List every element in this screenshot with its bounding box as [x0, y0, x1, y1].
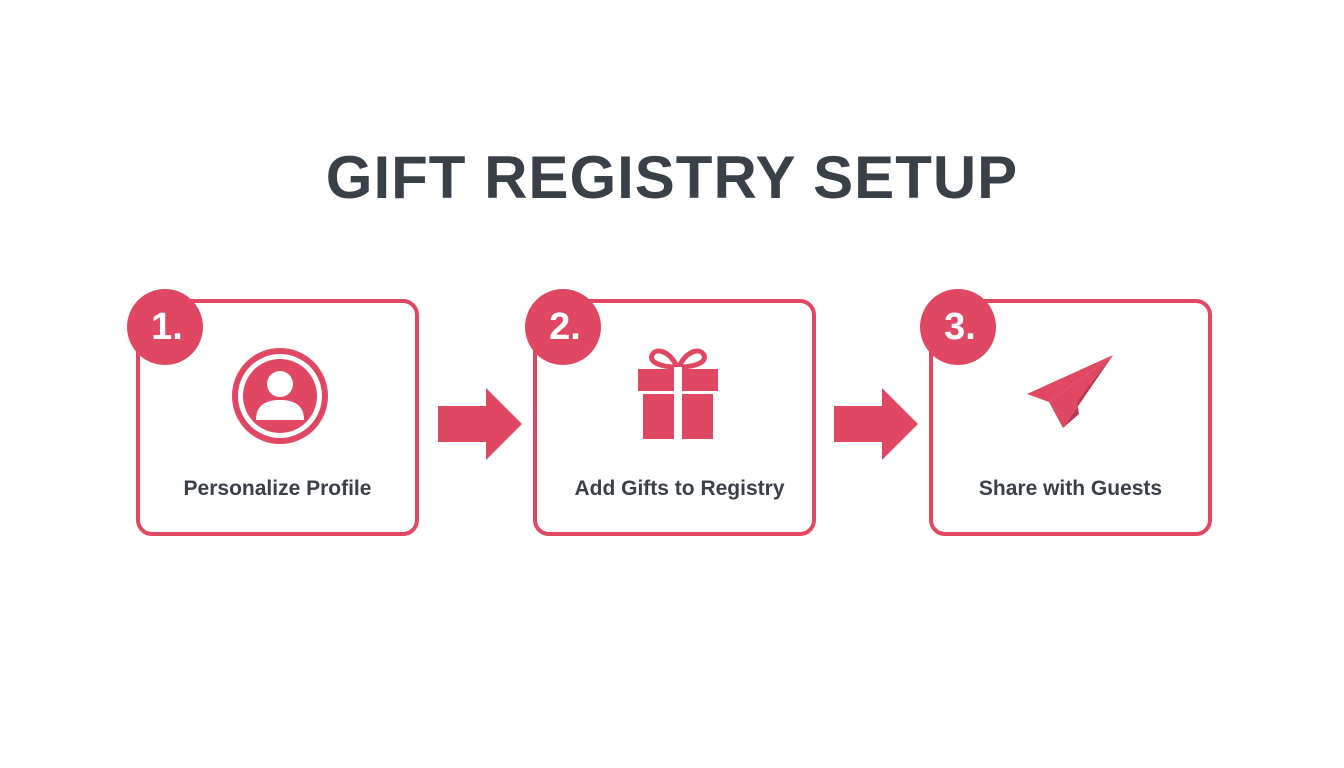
- step-card-add-gifts: [533, 299, 816, 536]
- page-title: GIFT REGISTRY SETUP: [325, 144, 1019, 211]
- paper-plane-icon: [1027, 355, 1113, 428]
- step-label: Share with Guests: [978, 477, 1163, 500]
- step-number-badge: 2.: [525, 289, 601, 365]
- step-number-badge: 3.: [920, 289, 996, 365]
- gift-icon: [638, 348, 718, 441]
- step-label: Add Gifts to Registry: [574, 477, 785, 500]
- step-label: Personalize Profile: [183, 477, 372, 500]
- arrow-right-icon: [438, 388, 522, 460]
- user-profile-icon: [232, 348, 328, 444]
- step-number-badge: 1.: [127, 289, 203, 365]
- arrow-right-icon: [834, 388, 918, 460]
